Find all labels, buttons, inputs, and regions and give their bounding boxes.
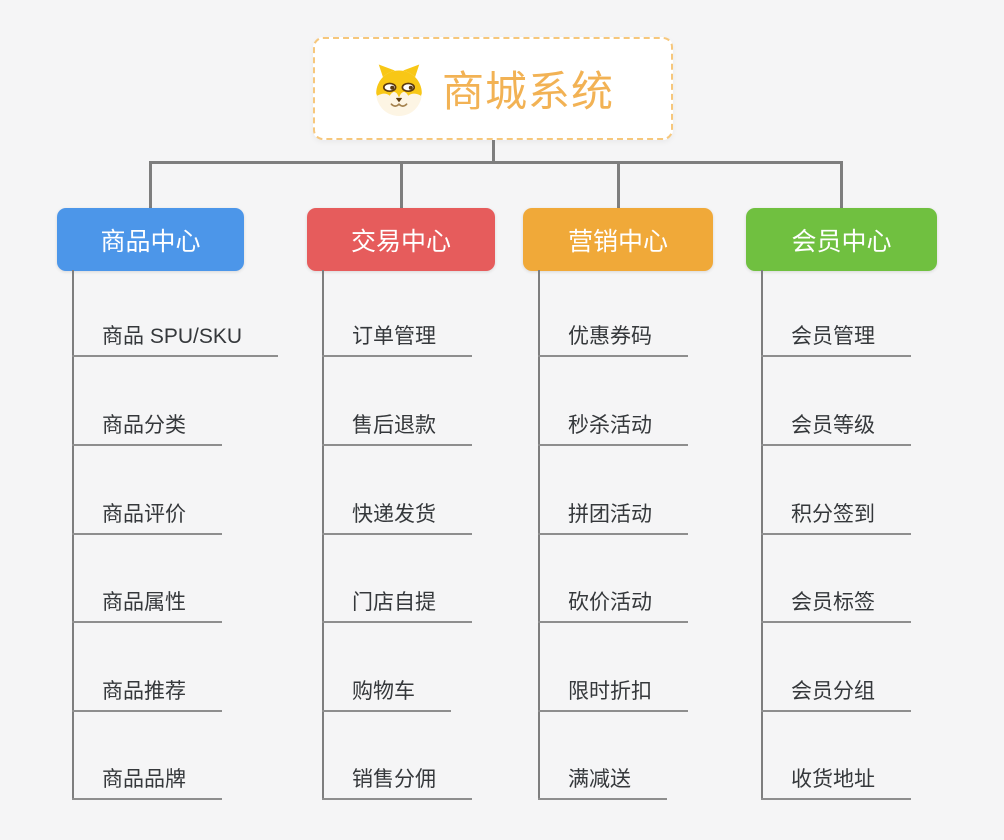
branch-topic-2[interactable]: 交易中心 [307,208,495,271]
leaf-topic[interactable]: 商品评价 [72,501,222,535]
leaf-topic[interactable]: 会员标签 [761,589,911,623]
leaf-topic[interactable]: 优惠券码 [538,323,688,357]
branch-trunk-line [322,270,324,800]
leaf-topic[interactable]: 售后退款 [322,412,472,446]
leaf-topic[interactable]: 满减送 [538,766,667,800]
leaf-topic[interactable]: 收货地址 [761,766,911,800]
branch-trunk-line [538,270,540,800]
leaf-topic[interactable]: 商品属性 [72,589,222,623]
branch-topic-1[interactable]: 商品中心 [57,208,244,271]
leaf-topic[interactable]: 积分签到 [761,501,911,535]
leaf-topic[interactable]: 购物车 [322,678,451,712]
leaf-topic[interactable]: 会员等级 [761,412,911,446]
branch-trunk-line [761,270,763,800]
leaf-topic[interactable]: 销售分佣 [322,766,472,800]
leaf-topic[interactable]: 秒杀活动 [538,412,688,446]
leaf-topic[interactable]: 砍价活动 [538,589,688,623]
connector-drop-line [149,161,152,208]
leaf-topic[interactable]: 商品品牌 [72,766,222,800]
connector-drop-line [840,161,843,208]
root-topic-title: 商城系统 [441,68,614,115]
shiba-dog-icon [372,60,426,118]
leaf-topic[interactable]: 订单管理 [322,323,472,357]
connector-bus-line [149,161,843,164]
connector-drop-line [616,161,620,208]
leaf-topic[interactable]: 商品推荐 [72,678,222,712]
root-topic-node[interactable]: 商城系统 [313,37,673,140]
leaf-topic[interactable]: 会员分组 [761,678,911,712]
leaf-topic[interactable]: 限时折扣 [538,678,688,712]
leaf-topic[interactable]: 商品分类 [72,412,222,446]
leaf-topic[interactable]: 会员管理 [761,323,911,357]
connector-drop-line [399,161,403,208]
leaf-topic[interactable]: 门店自提 [322,589,472,623]
branch-topic-3[interactable]: 营销中心 [523,208,713,271]
branch-trunk-line [72,270,74,800]
branch-topic-4[interactable]: 会员中心 [746,208,937,271]
leaf-topic[interactable]: 商品 SPU/SKU [72,323,279,357]
leaf-topic[interactable]: 拼团活动 [538,501,688,535]
connector-root-stem-line [492,140,495,164]
leaf-topic[interactable]: 快递发货 [322,501,472,535]
